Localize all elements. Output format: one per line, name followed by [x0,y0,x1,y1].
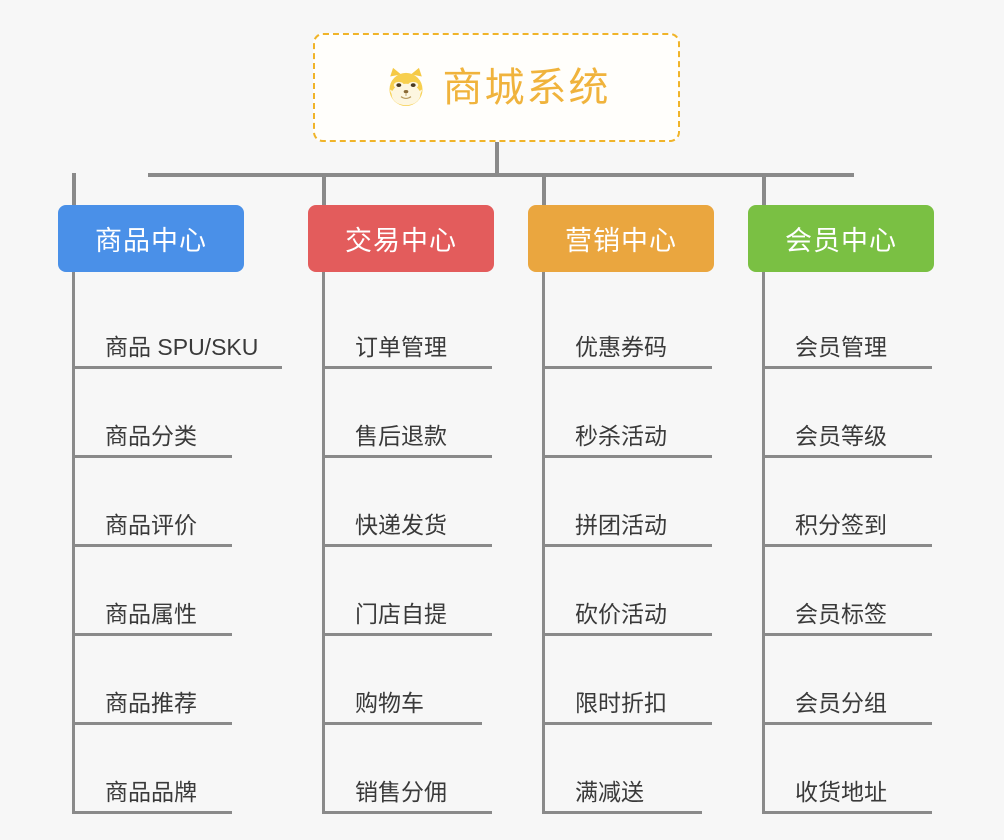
list-item-label: 售后退款 [355,423,447,449]
list-item[interactable]: 会员管理 [762,280,988,369]
list-item-label: 销售分佣 [355,779,447,805]
column-marketing-center: 营销中心 优惠券码 秒杀活动 拼团活动 砍价活动 限时折扣 满减送 [528,205,768,814]
branch-product-center: 商品 SPU/SKU 商品分类 商品评价 商品属性 商品推荐 商品品牌 [72,272,298,814]
branch-member-center: 会员管理 会员等级 积分签到 会员标签 会员分组 收货地址 [762,272,988,814]
list-item-label: 积分签到 [795,512,887,538]
list-item-label: 会员管理 [795,334,887,360]
category-header-label: 交易中心 [345,226,457,256]
list-item-label: 会员分组 [795,690,887,716]
list-item[interactable]: 会员标签 [762,547,988,636]
connector-drop-1 [72,173,76,206]
list-item[interactable]: 商品 SPU/SKU [72,280,298,369]
list-item-label: 商品品牌 [105,779,197,805]
list-item[interactable]: 商品属性 [72,547,298,636]
list-item-label: 限时折扣 [575,690,667,716]
list-item[interactable]: 积分签到 [762,458,988,547]
list-item-label: 商品分类 [105,423,197,449]
list-item-label: 商品评价 [105,512,197,538]
list-item-label: 商品属性 [105,601,197,627]
list-item-label: 会员标签 [795,601,887,627]
list-item-label: 快递发货 [355,512,447,538]
list-item[interactable]: 砍价活动 [542,547,768,636]
category-header-label: 营销中心 [565,226,677,256]
connector-drop-2 [322,173,326,206]
column-trade-center: 交易中心 订单管理 售后退款 快递发货 门店自提 购物车 销售分佣 [308,205,548,814]
list-item-label: 订单管理 [355,334,447,360]
connector-bar [148,173,854,177]
list-item[interactable]: 商品推荐 [72,636,298,725]
list-item[interactable]: 拼团活动 [542,458,768,547]
list-item[interactable]: 收货地址 [762,725,988,814]
branch-trade-center: 订单管理 售后退款 快递发货 门店自提 购物车 销售分佣 [322,272,548,814]
category-header-marketing-center[interactable]: 营销中心 [528,205,714,272]
list-item[interactable]: 售后退款 [322,369,548,458]
list-item[interactable]: 订单管理 [322,280,548,369]
list-item-label: 商品 SPU/SKU [105,334,259,360]
connector-drop-4 [762,173,766,206]
list-item[interactable]: 限时折扣 [542,636,768,725]
category-header-trade-center[interactable]: 交易中心 [308,205,494,272]
list-item[interactable]: 会员等级 [762,369,988,458]
list-item-label: 购物车 [355,690,424,716]
list-item-label: 优惠券码 [575,334,667,360]
list-item-label: 满减送 [575,779,644,805]
list-item[interactable]: 购物车 [322,636,548,725]
list-item[interactable]: 商品品牌 [72,725,298,814]
list-item-label: 砍价活动 [575,601,667,627]
root-node[interactable]: 商城系统 [313,33,680,142]
branch-marketing-center: 优惠券码 秒杀活动 拼团活动 砍价活动 限时折扣 满减送 [542,272,768,814]
list-item-label: 会员等级 [795,423,887,449]
connector-stem [495,142,499,176]
root-title: 商城系统 [442,65,611,110]
category-header-member-center[interactable]: 会员中心 [748,205,934,272]
list-item-label: 商品推荐 [105,690,197,716]
list-item[interactable]: 商品评价 [72,458,298,547]
list-item[interactable]: 商品分类 [72,369,298,458]
list-item-label: 拼团活动 [575,512,667,538]
list-item-label: 秒杀活动 [575,423,667,449]
column-member-center: 会员中心 会员管理 会员等级 积分签到 会员标签 会员分组 收货地址 [748,205,988,814]
list-item[interactable]: 销售分佣 [322,725,548,814]
list-item[interactable]: 门店自提 [322,547,548,636]
category-header-label: 商品中心 [95,226,207,256]
connector-drop-3 [542,173,546,206]
list-item-label: 收货地址 [795,779,887,805]
list-item-label: 门店自提 [355,601,447,627]
list-item[interactable]: 满减送 [542,725,768,814]
shiba-dog-icon [388,67,423,106]
list-item[interactable]: 快递发货 [322,458,548,547]
column-product-center: 商品中心 商品 SPU/SKU 商品分类 商品评价 商品属性 商品推荐 商品品牌 [58,205,298,814]
list-item[interactable]: 秒杀活动 [542,369,768,458]
category-header-label: 会员中心 [785,226,897,256]
category-header-product-center[interactable]: 商品中心 [58,205,244,272]
list-item[interactable]: 优惠券码 [542,280,768,369]
list-item[interactable]: 会员分组 [762,636,988,725]
